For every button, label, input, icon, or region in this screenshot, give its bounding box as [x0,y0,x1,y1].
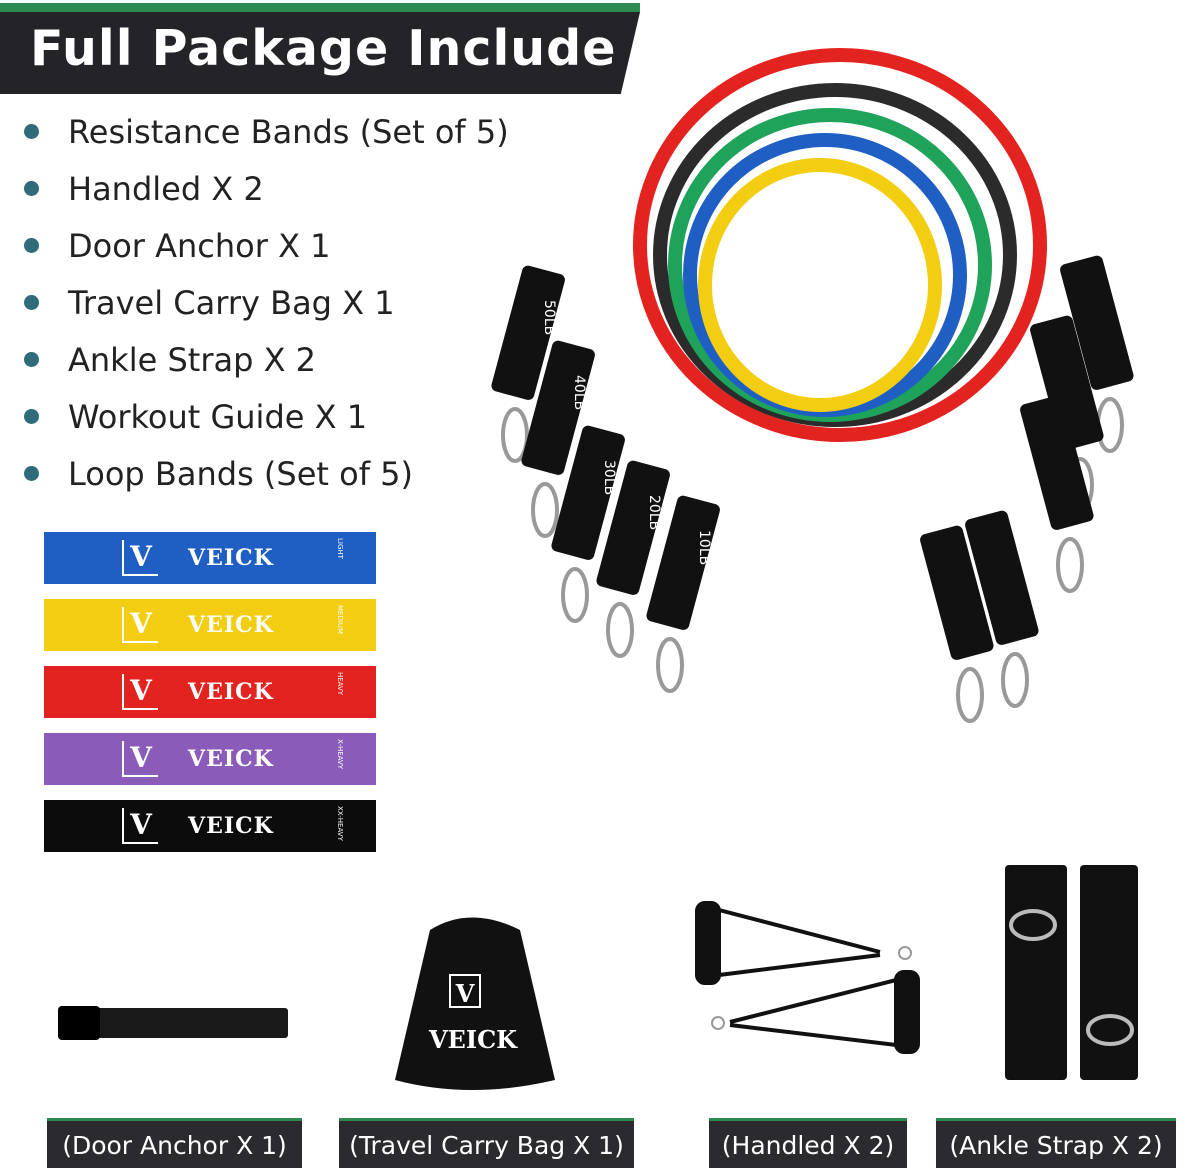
handles-image [695,901,920,1054]
door-anchor-image [58,1006,288,1040]
loop-band: V VEICK MEDIUM [44,599,376,651]
loop-band: V VEICK HEAVY [44,666,376,718]
resistance-tubes: 50LB 40LB 30LB 20LB 10LB [491,48,1134,723]
tube-handle [1030,315,1104,450]
tube-handle [646,495,720,630]
carabiner-icon [561,567,589,623]
carabiner-icon [531,482,559,538]
tube-handle [920,525,994,660]
list-item: Travel Carry Bag X 1 [22,283,509,340]
carabiner-icon [606,602,634,658]
bag-brand-label: VEICK [428,1025,518,1054]
tube-weight-label: 20LB [646,495,662,530]
bullet-icon [24,238,39,253]
tube-handle [491,265,565,400]
band-brand: VEICK [188,545,274,571]
tube-handle [551,425,625,560]
caption-handles: (Handled X 2) [709,1118,907,1168]
loop-band: V VEICK XX-HEAVY [44,800,376,852]
tube-loop [698,158,942,412]
bullet-icon [24,181,39,196]
tube-handle [1020,395,1094,530]
carabiner-icon [656,637,684,693]
list-item: Ankle Strap X 2 [22,340,509,397]
ankle-straps-image [1005,865,1138,1080]
loop-band: V VEICK LIGHT [44,532,376,584]
brand-logo: V [122,808,158,844]
tube-weight-label: 30LB [601,460,617,495]
carabiner-icon [956,667,984,723]
tube-handle [596,460,670,595]
tube-handle [1060,255,1134,390]
caption-ankle-straps: (Ankle Strap X 2) [936,1118,1176,1168]
brand-logo: V [122,540,158,576]
green-stripe [0,3,640,12]
bullet-icon [24,352,39,367]
band-level: LIGHT [336,538,344,559]
list-item: Loop Bands (Set of 5) [22,454,509,511]
tube-handle [521,340,595,475]
loop-band: V VEICK X-HEAVY [44,733,376,785]
carabiner-icon [1056,537,1084,593]
caption-door-anchor: (Door Anchor X 1) [47,1118,302,1168]
carabiner-icon [1096,397,1124,453]
band-level: XX-HEAVY [336,806,344,841]
bullet-icon [24,409,39,424]
header-banner: Full Package Include [0,0,640,94]
carabiner-icon [501,407,529,463]
tube-weight-label: 50LB [541,300,557,335]
brand-logo: V [122,674,158,710]
band-brand: VEICK [188,746,274,772]
carabiner-icon [1001,652,1029,708]
list-item: Resistance Bands (Set of 5) [22,112,509,169]
list-item: Workout Guide X 1 [22,397,509,454]
page-title: Full Package Include [30,20,617,77]
tube-handle [965,510,1039,645]
list-item: Handled X 2 [22,169,509,226]
tube-loop [633,48,1047,442]
band-brand: VEICK [188,612,274,638]
tube-weight-label: 10LB [696,530,712,565]
band-level: X-HEAVY [336,739,344,770]
svg-text:V: V [455,979,475,1008]
bullet-icon [24,466,39,481]
tube-weight-label: 40LB [571,375,587,410]
caption-carry-bag: (Travel Carry Bag X 1) [339,1118,634,1168]
band-level: HEAVY [336,672,344,696]
bullet-icon [24,295,39,310]
header-background [0,12,640,94]
band-brand: VEICK [188,679,274,705]
carry-bag-image: V VEICK [395,917,555,1090]
bullet-icon [24,124,39,139]
included-items-list: Resistance Bands (Set of 5) Handled X 2 … [22,112,509,511]
brand-logo: V [122,741,158,777]
band-brand: VEICK [188,813,274,839]
list-item: Door Anchor X 1 [22,226,509,283]
band-level: MEDIUM [336,605,344,635]
brand-logo: V [122,607,158,643]
